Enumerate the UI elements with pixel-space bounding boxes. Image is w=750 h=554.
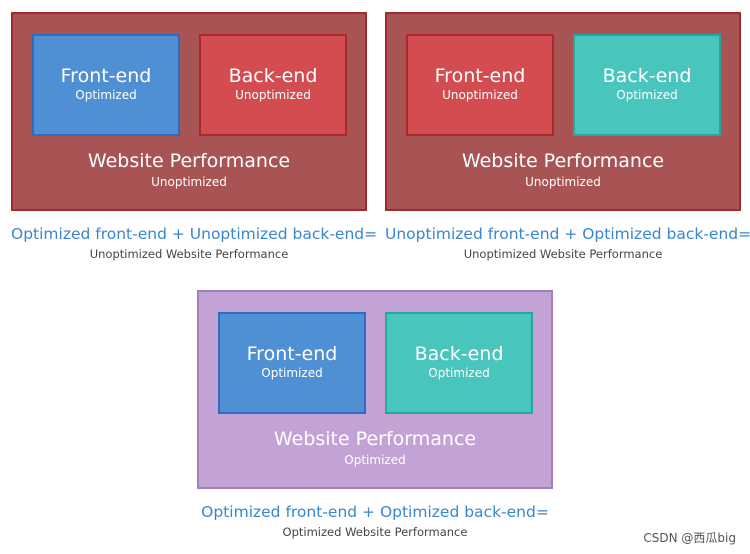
website-performance-panel-3: Front-end Optimized Back-end Optimized W… [197,290,553,489]
backend-title-1: Back-end [228,65,318,87]
frontend-status-2: Unoptimized [442,88,518,102]
backend-title-3: Back-end [414,343,504,365]
website-status-2: Unoptimized [525,175,601,189]
frontend-title-2: Front-end [434,65,526,87]
frontend-box-3: Front-end Optimized [218,312,366,414]
website-title-2: Website Performance [461,150,665,172]
website-performance-label-2: Website Performance Unoptimized [387,149,739,190]
frontend-status-3: Optimized [261,366,323,380]
backend-status-2: Optimized [616,88,678,102]
backend-status-1: Unoptimized [235,88,311,102]
backend-status-3: Optimized [428,366,490,380]
equation-3: Optimized front-end + Optimized back-end… [201,503,549,521]
website-performance-panel-1: Front-end Optimized Back-end Unoptimized… [11,12,367,211]
equation-1: Optimized front-end + Unoptimized back-e… [11,225,378,243]
website-performance-panel-2: Front-end Unoptimized Back-end Optimized… [385,12,741,211]
frontend-title-1: Front-end [60,65,152,87]
website-performance-label-1: Website Performance Unoptimized [13,149,365,190]
frontend-status-1: Optimized [75,88,137,102]
result-3: Optimized Website Performance [282,525,468,539]
backend-box-2: Back-end Optimized [573,34,721,136]
caption-1: Optimized front-end + Unoptimized back-e… [11,224,378,262]
website-performance-label-3: Website Performance Optimized [199,427,551,468]
frontend-box-2: Front-end Unoptimized [406,34,554,136]
equation-2: Unoptimized front-end + Optimized back-e… [385,225,750,243]
caption-2: Unoptimized front-end + Optimized back-e… [385,224,750,262]
website-status-3: Optimized [344,453,406,467]
backend-title-2: Back-end [602,65,692,87]
backend-box-1: Back-end Unoptimized [199,34,347,136]
frontend-box-1: Front-end Optimized [32,34,180,136]
website-title-1: Website Performance [87,150,291,172]
result-2: Unoptimized Website Performance [463,247,663,261]
result-1: Unoptimized Website Performance [89,247,289,261]
backend-box-3: Back-end Optimized [385,312,533,414]
website-status-1: Unoptimized [151,175,227,189]
website-title-3: Website Performance [273,428,477,450]
frontend-title-3: Front-end [246,343,338,365]
caption-3: Optimized front-end + Optimized back-end… [197,502,553,540]
watermark: CSDN @西瓜big [643,531,736,545]
